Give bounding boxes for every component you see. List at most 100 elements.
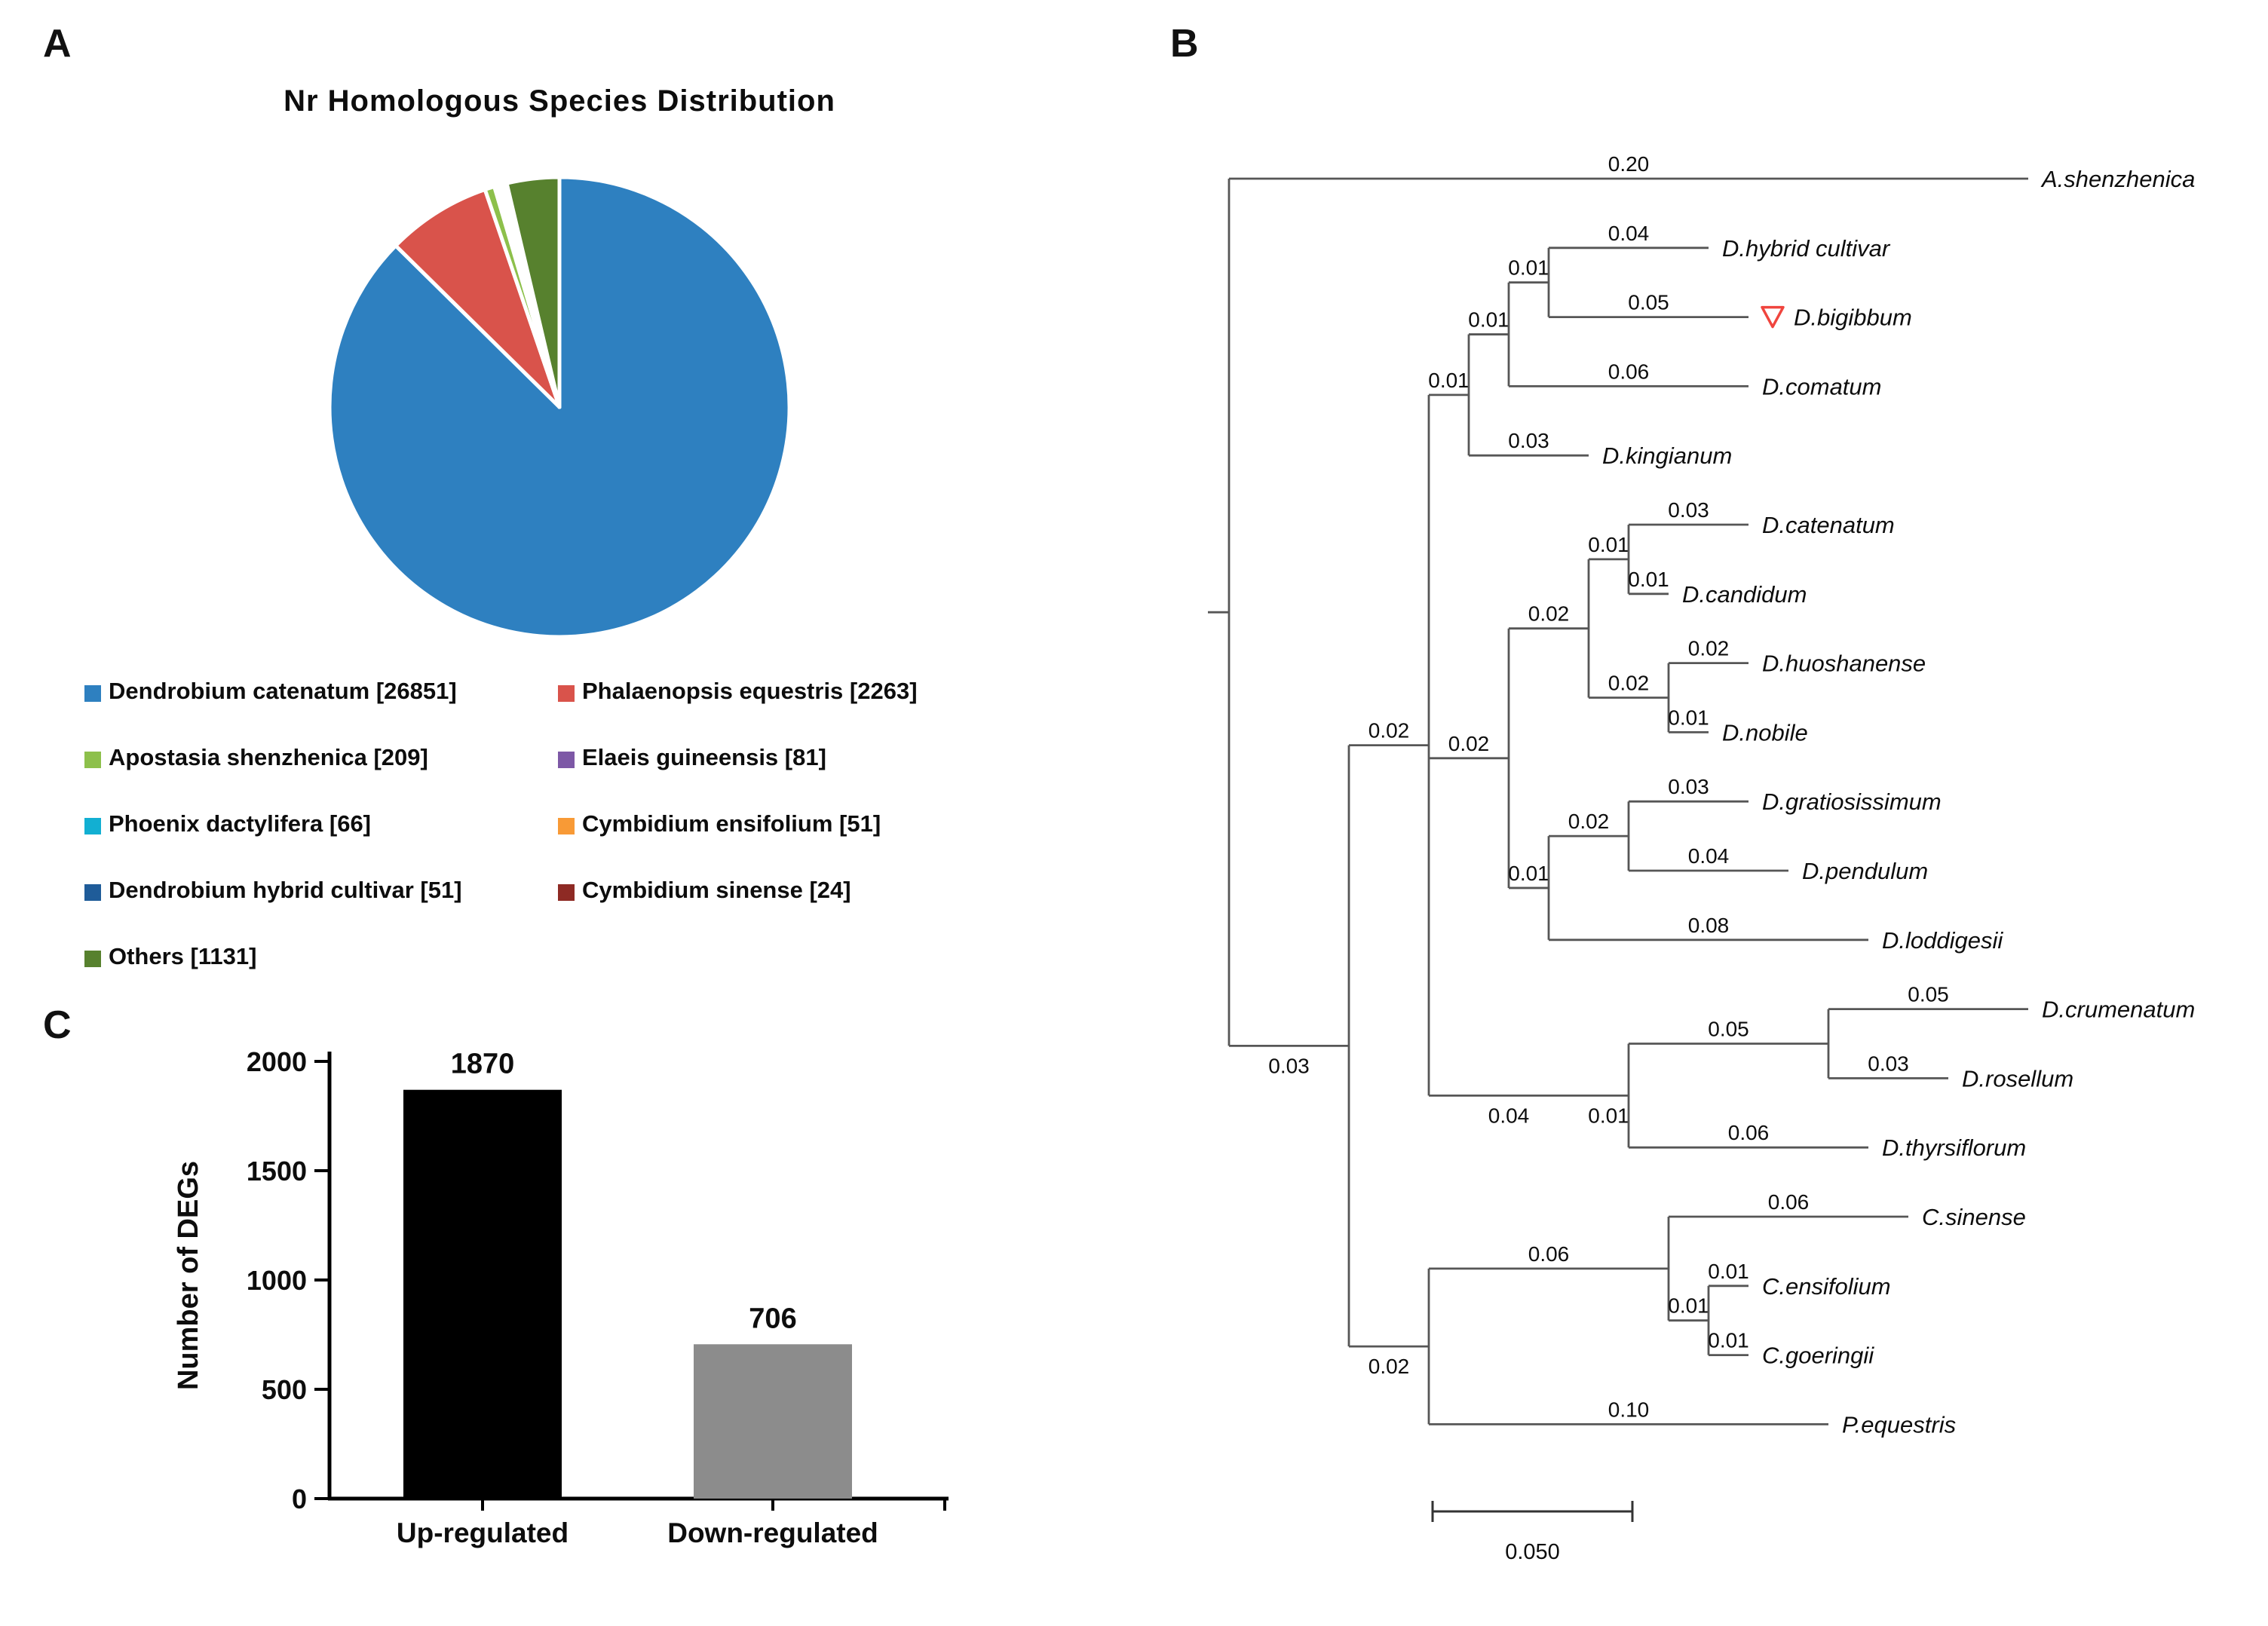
tree-branch-length-label: 0.01 bbox=[1508, 256, 1549, 280]
y-axis-tick-label: 1000 bbox=[247, 1265, 307, 1296]
tree-branch-length-label: 0.03 bbox=[1268, 1054, 1310, 1077]
legend-swatch-4 bbox=[84, 818, 101, 834]
tree-branch-length-label: 0.01 bbox=[1668, 1294, 1709, 1318]
tree-branch-length-label: 0.05 bbox=[1628, 291, 1669, 314]
pie-slice-apostasia-shenzhenica bbox=[483, 184, 562, 409]
tree-branch-length-label: 0.02 bbox=[1568, 810, 1610, 833]
tree-leaf-label-d-huoshanense: D.huoshanense bbox=[1762, 651, 1926, 677]
tree-branch-length-label: 0.03 bbox=[1668, 498, 1709, 522]
tree-leaf-label-c-sinense: C.sinense bbox=[1922, 1204, 2026, 1230]
pie-chart-title: Nr Homologous Species Distribution bbox=[284, 84, 835, 118]
legend-swatch-6 bbox=[558, 818, 575, 834]
tree-branch-length-label: 0.01 bbox=[1428, 369, 1470, 392]
pie-slice-dendrobium-catenatum bbox=[327, 175, 792, 639]
tree-branch-length-label: 0.02 bbox=[1368, 719, 1410, 743]
tree-leaf-label-d-rosellum: D.rosellum bbox=[1962, 1065, 2073, 1092]
legend-label-0: Dendrobium catenatum [26851] bbox=[109, 678, 457, 704]
tree-branch-length-label: 0.02 bbox=[1688, 637, 1730, 660]
tree-branch-length-label: 0.05 bbox=[1908, 983, 1949, 1006]
tree-branch-length-label: 0.04 bbox=[1608, 222, 1650, 245]
tree-branch-length-label: 0.01 bbox=[1708, 1329, 1749, 1352]
tree-branch-length-label: 0.02 bbox=[1448, 732, 1490, 755]
legend-label-3: Elaeis guineensis [81] bbox=[582, 744, 826, 770]
tree-branch-length-label: 0.01 bbox=[1628, 568, 1669, 591]
legend-swatch-1 bbox=[558, 685, 575, 702]
pie-slice-cymbidium-sinense bbox=[504, 181, 562, 409]
tree-branch-length-label: 0.01 bbox=[1588, 533, 1629, 556]
tree-branch-length-label: 0.03 bbox=[1868, 1052, 1909, 1075]
tree-branch-length-label: 0.02 bbox=[1368, 1355, 1410, 1378]
tree-leaf-label-d-kingianum: D.kingianum bbox=[1602, 442, 1732, 469]
pie-slice-phoenix-dactylifera bbox=[495, 182, 562, 409]
tree-branch-length-label: 0.06 bbox=[1768, 1190, 1810, 1214]
legend-label-2: Apostasia shenzhenica [209] bbox=[109, 744, 428, 770]
legend-swatch-2 bbox=[84, 752, 101, 768]
legend-swatch-3 bbox=[558, 752, 575, 768]
legend-swatch-7 bbox=[558, 884, 575, 901]
tree-leaf-label-d-candidum: D.candidum bbox=[1682, 581, 1807, 608]
tree-branch-length-label: 0.06 bbox=[1528, 1242, 1570, 1266]
tree-branch-length-label: 0.02 bbox=[1608, 672, 1650, 695]
y-axis-title: Number of DEGs bbox=[173, 1161, 204, 1390]
tree-branch-length-label: 0.03 bbox=[1668, 775, 1709, 798]
panel-c-label: C bbox=[43, 1003, 72, 1047]
y-axis-tick-label: 500 bbox=[262, 1374, 307, 1405]
tree-branch-length-label: 0.01 bbox=[1468, 308, 1509, 332]
tree-leaf-label-d-pendulum: D.pendulum bbox=[1802, 858, 1928, 884]
tree-leaf-label-d-comatum: D.comatum bbox=[1762, 373, 1881, 400]
pie-slice-phalaenopsis-equestris bbox=[394, 187, 562, 409]
tree-branch-length-label: 0.01 bbox=[1708, 1260, 1749, 1283]
tree-branch-length-label: 0.01 bbox=[1668, 706, 1709, 729]
red-triangle-marker bbox=[1761, 305, 1785, 329]
panel-a-label: A bbox=[43, 22, 72, 66]
tree-leaf-label-p-equestris: P.equestris bbox=[1842, 1411, 1956, 1438]
tree-branch-length-label: 0.03 bbox=[1508, 429, 1549, 452]
tree-branch-length-label: 0.04 bbox=[1688, 844, 1730, 868]
legend-label-6: Cymbidium ensifolium [51] bbox=[582, 810, 881, 837]
tree-leaf-label-a-shenzhenica: A.shenzhenica bbox=[2040, 166, 2195, 192]
tree-branch-length-label: 0.20 bbox=[1608, 152, 1650, 176]
tree-branch-length-label: 0.01 bbox=[1508, 862, 1549, 885]
legend-label-1: Phalaenopsis equestris [2263] bbox=[582, 678, 918, 704]
tree-branch-length-label: 0.01 bbox=[1588, 1104, 1629, 1127]
y-axis-tick-label: 2000 bbox=[247, 1046, 307, 1077]
bar-category-label: Up-regulated bbox=[397, 1517, 569, 1548]
bar-down-regulated bbox=[694, 1344, 852, 1499]
tree-leaf-label-d-nobile: D.nobile bbox=[1722, 719, 1808, 746]
legend-swatch-0 bbox=[84, 685, 101, 702]
tree-scale-bar-label: 0.050 bbox=[1505, 1540, 1560, 1564]
tree-leaf-label-d-catenatum: D.catenatum bbox=[1762, 512, 1895, 538]
legend-label-4: Phoenix dactylifera [66] bbox=[109, 810, 372, 837]
tree-leaf-label-d-gratiosissimum: D.gratiosissimum bbox=[1762, 789, 1942, 815]
tree-leaf-label-d-hybrid-cultivar: D.hybrid cultivar bbox=[1722, 235, 1891, 262]
tree-leaf-label-d-thyrsiflorum: D.thyrsiflorum bbox=[1882, 1135, 2026, 1161]
panel-b-label: B bbox=[1170, 22, 1199, 66]
tree-branch-length-label: 0.06 bbox=[1728, 1121, 1770, 1144]
legend-swatch-5 bbox=[84, 884, 101, 901]
y-axis-tick-label: 1500 bbox=[247, 1156, 307, 1187]
tree-leaf-label-d-crumenatum: D.crumenatum bbox=[2042, 997, 2195, 1023]
bar-up-regulated bbox=[403, 1089, 562, 1499]
tree-leaf-label-d-bigibbum: D.bigibbum bbox=[1794, 305, 1912, 331]
legend-label-7: Cymbidium sinense [24] bbox=[582, 877, 851, 903]
pie-slice-cymbidium-ensifolium bbox=[501, 181, 562, 409]
tree-branch-length-label: 0.05 bbox=[1708, 1018, 1749, 1041]
pie-slice-dendrobium-hybrid-cultivar bbox=[498, 182, 562, 409]
y-axis-tick-label: 0 bbox=[292, 1484, 307, 1514]
legend-swatch-8 bbox=[84, 951, 101, 967]
pie-slice-others bbox=[504, 175, 562, 409]
tree-leaf-label-c-goeringii: C.goeringii bbox=[1762, 1343, 1874, 1369]
legend-label-8: Others [1131] bbox=[109, 943, 257, 969]
tree-leaf-label-d-loddigesii: D.loddigesii bbox=[1882, 927, 2003, 954]
tree-branch-length-label: 0.04 bbox=[1488, 1104, 1530, 1127]
tree-branch-length-label: 0.08 bbox=[1688, 914, 1730, 937]
tree-leaf-label-c-ensifolium: C.ensifolium bbox=[1762, 1273, 1891, 1300]
tree-branch-length-label: 0.02 bbox=[1528, 602, 1570, 626]
bar-category-label: Down-regulated bbox=[667, 1517, 878, 1548]
pie-slice-elaeis-guineensis bbox=[492, 183, 562, 409]
bar-value-label: 706 bbox=[749, 1303, 796, 1334]
tree-branch-length-label: 0.06 bbox=[1608, 360, 1650, 383]
tree-branch-length-label: 0.10 bbox=[1608, 1398, 1650, 1421]
legend-label-5: Dendrobium hybrid cultivar [51] bbox=[109, 877, 462, 903]
